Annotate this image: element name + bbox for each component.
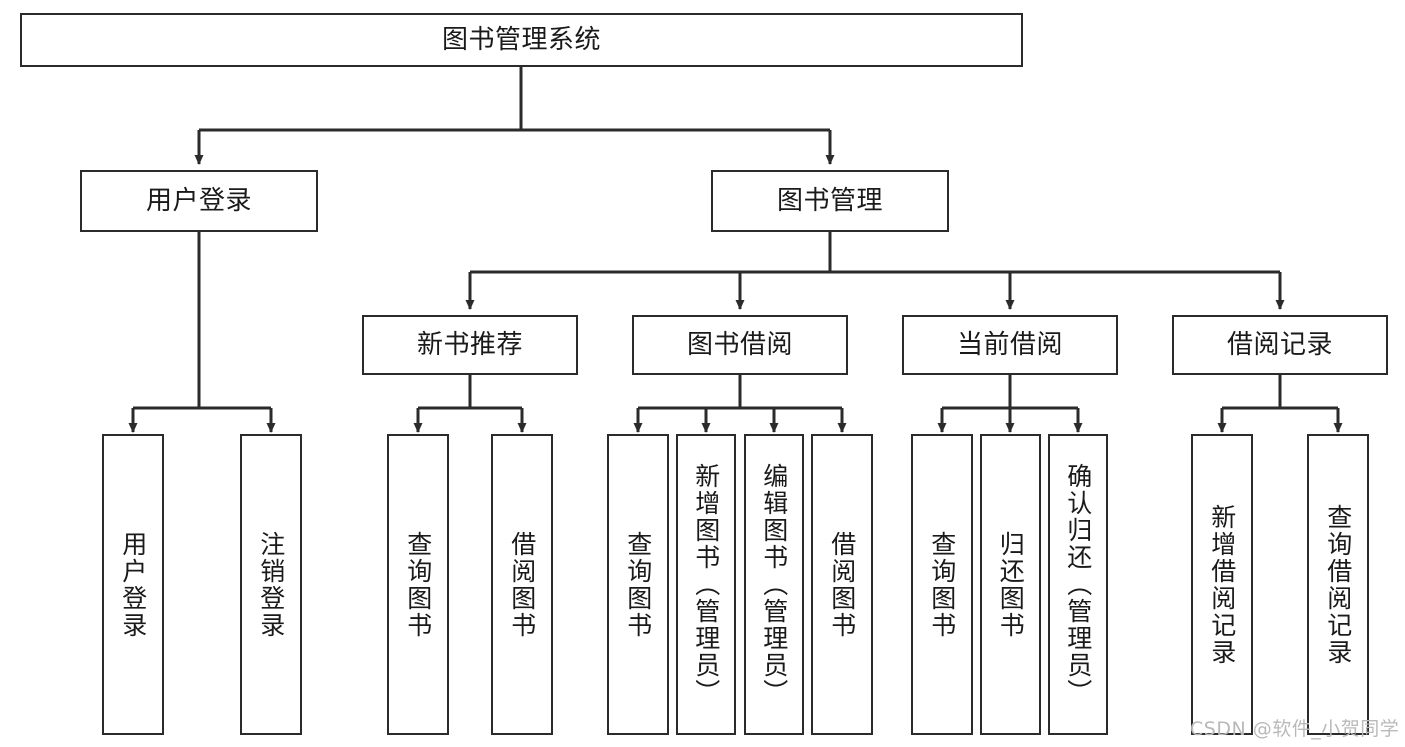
node-current-borrow[interactable]: 当前借阅 [902,315,1118,375]
node-label: 新增图书（管理员） [691,463,721,706]
node-leaf-return-book[interactable]: 归还图书 [980,434,1041,735]
node-leaf-edit-book[interactable]: 编辑图书（管理员） [744,434,804,735]
node-label: 当前借阅 [956,329,1063,360]
node-label: 借阅图书 [507,530,537,639]
node-leaf-borrow-book-2[interactable]: 借阅图书 [811,434,873,735]
csdn-watermark: CSDN @软件_小贺同学 [1190,714,1399,741]
node-leaf-confirm-return[interactable]: 确认归还（管理员） [1048,434,1108,735]
node-leaf-add-record[interactable]: 新增借阅记录 [1191,434,1253,735]
node-book-management[interactable]: 图书管理 [711,170,949,232]
node-label: 用户登录 [118,530,148,639]
node-leaf-query-record[interactable]: 查询借阅记录 [1307,434,1369,735]
node-label: 借阅记录 [1226,329,1333,360]
node-leaf-query-book-2[interactable]: 查询图书 [607,434,669,735]
node-label: 注销登录 [256,530,286,639]
node-leaf-borrow-book-1[interactable]: 借阅图书 [491,434,553,735]
node-label: 用户登录 [145,185,252,216]
node-new-book-recommend[interactable]: 新书推荐 [362,315,578,375]
node-book-borrow[interactable]: 图书借阅 [632,315,848,375]
node-user-login[interactable]: 用户登录 [80,170,318,232]
node-leaf-query-book-3[interactable]: 查询图书 [911,434,973,735]
node-label: 查询图书 [623,530,653,639]
node-leaf-add-book[interactable]: 新增图书（管理员） [676,434,736,735]
node-leaf-user-login[interactable]: 用户登录 [102,434,164,735]
node-label: 查询图书 [403,530,433,639]
node-book-management-system[interactable]: 图书管理系统 [20,13,1023,67]
node-label: 图书借阅 [686,329,793,360]
node-label: 图书管理系统 [441,24,601,55]
node-label: 查询借阅记录 [1323,503,1353,666]
node-label: 确认归还（管理员） [1063,463,1093,706]
node-label: 编辑图书（管理员） [759,463,789,706]
node-borrow-record[interactable]: 借阅记录 [1172,315,1388,375]
node-label: 查询图书 [927,530,957,639]
node-label: 借阅图书 [827,530,857,639]
node-leaf-logout-login[interactable]: 注销登录 [240,434,302,735]
node-label: 新书推荐 [416,329,523,360]
node-leaf-query-book-1[interactable]: 查询图书 [387,434,449,735]
node-label: 图书管理 [776,185,883,216]
node-label: 新增借阅记录 [1207,503,1237,666]
watermark-text: CSDN @软件_小贺同学 [1190,718,1400,740]
node-label: 归还图书 [996,530,1026,639]
